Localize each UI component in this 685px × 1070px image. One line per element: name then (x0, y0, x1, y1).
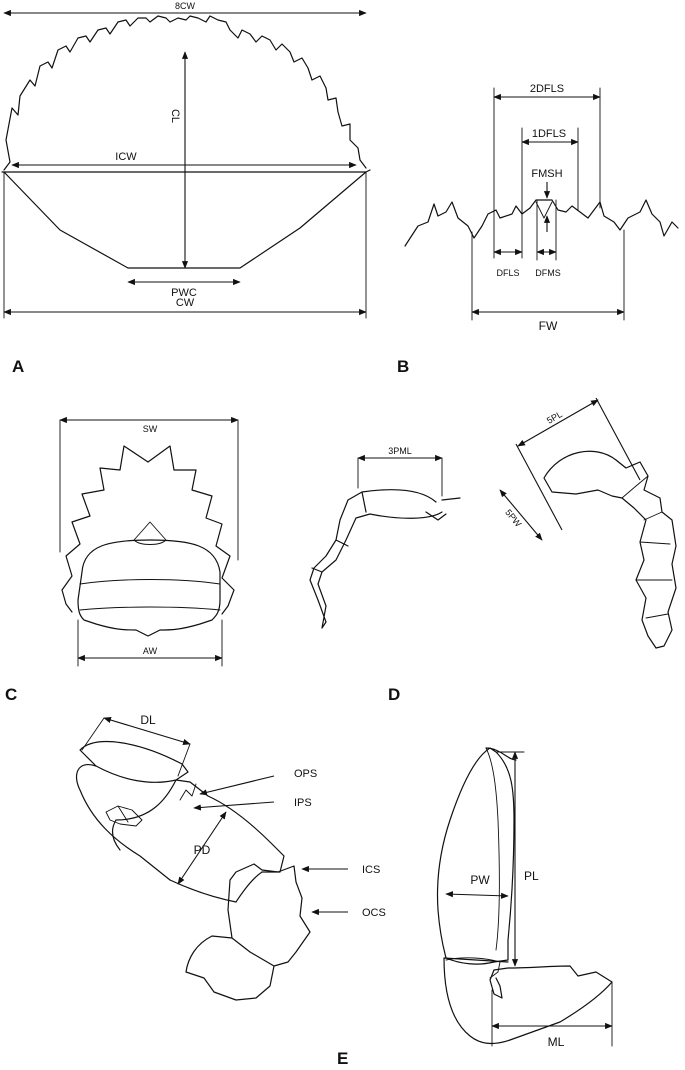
panel-letter-d: D (388, 685, 400, 704)
third-pereiopod (309, 489, 461, 629)
pd-dimension (177, 811, 227, 885)
ml-label: ML (548, 1035, 565, 1049)
pw-dimension (445, 891, 509, 899)
ml-ext-lines (491, 981, 613, 1047)
panel-letter-a: A (12, 357, 24, 376)
ips-label: IPS (294, 797, 312, 809)
propodus-inner-line (485, 747, 500, 951)
ocs-label: OCS (362, 907, 386, 919)
1dfls-label: 1DFLS (532, 128, 566, 140)
panel-e-cheliped: DL PD OPS IPS ICS OCS (75, 713, 386, 1001)
ops-label: OPS (294, 768, 317, 780)
abdomen-segments (79, 579, 221, 611)
dl-dimension (103, 717, 191, 745)
ops-pointer (199, 775, 275, 796)
cw-label: CW (176, 297, 195, 309)
panel-e-propodus: PL PW ML (436, 747, 613, 1049)
spines (179, 783, 197, 801)
panel-b-frontal-margin: 2DFLS 1DFLS FMSH DFLS DFMS FW (404, 83, 679, 333)
median-notch (535, 201, 553, 219)
ics-label: ICS (362, 864, 380, 876)
dfls-label: DFLS (496, 268, 519, 278)
merus-outline (443, 957, 613, 1045)
extension-lines-d3 (357, 457, 443, 497)
dactylus (79, 740, 189, 783)
carpus-merus (185, 863, 311, 1001)
5pl-ext-right (595, 397, 641, 481)
pw-label: PW (470, 873, 490, 887)
extension-lines-b (471, 87, 625, 321)
pl-label: PL (524, 869, 539, 883)
extension-lines-c (59, 419, 239, 667)
5pl-label: 5PL (545, 409, 564, 426)
abdomen-outline (77, 539, 221, 637)
5pl-dimension (517, 399, 599, 447)
dl-label: DL (140, 713, 156, 727)
propodus-outline (436, 747, 517, 965)
palm (111, 779, 285, 903)
fifth-pereiopod (543, 450, 677, 649)
panel-letter-c: C (5, 685, 17, 704)
pwc-label: PWC (171, 287, 197, 299)
5pl-ext-left (515, 443, 563, 531)
icw-label: ICW (115, 151, 137, 163)
panel-c-sternum-abdomen: SW AW (59, 416, 239, 667)
fixed-finger (75, 764, 171, 881)
telson (133, 521, 167, 545)
merus-joint (445, 957, 501, 979)
dfms-label: DFMS (535, 268, 561, 278)
aw-label: AW (143, 646, 158, 656)
carapace-outline (3, 15, 367, 171)
extension-lines (3, 171, 367, 319)
sw-label: SW (143, 424, 158, 434)
3pml-label: 3PML (388, 446, 412, 456)
8cw-label: 8CW (175, 1, 196, 11)
5pw-dimension (499, 489, 543, 541)
panel-letter-e: E (337, 1049, 348, 1068)
fifth-pereiopod-segments (615, 459, 673, 619)
dl-ext-left (81, 717, 105, 751)
carapace-lower-outline (1, 169, 371, 269)
fw-label: FW (539, 319, 558, 333)
pd-label: PD (194, 843, 211, 857)
panel-a-carapace-dorsal: 8CW CL ICW PWC CW (1, 1, 371, 319)
frontal-margin-outline (404, 199, 679, 247)
5pw-label: 5PW (503, 507, 524, 529)
carapace-ventral-outline (61, 445, 235, 615)
cl-label: CL (169, 109, 181, 123)
ips-pointer (193, 801, 275, 811)
2dfls-label: 2DFLS (530, 83, 564, 95)
panel-d-walking-legs: 3PML 5PL 5PW (309, 397, 677, 649)
panel-letter-b: B (397, 357, 409, 376)
dl-ext-right (177, 743, 191, 777)
teeth (105, 805, 143, 827)
fmsh-label: FMSH (531, 168, 562, 180)
